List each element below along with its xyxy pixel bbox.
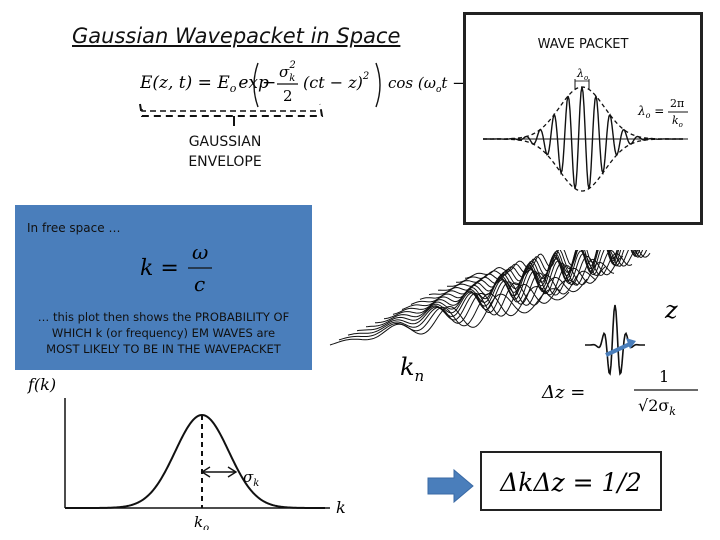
delta-z-marker	[605, 341, 633, 357]
kn-label: kn	[400, 353, 424, 385]
wp-lambda-label: λo	[576, 67, 588, 82]
wp-envelope-lower	[483, 138, 683, 192]
k-num: ω	[192, 240, 208, 264]
dz-lhs: Δz =	[541, 382, 585, 403]
wave-line	[419, 250, 651, 300]
gauss-center-label: ko	[194, 513, 209, 530]
wp-relation-num: 2π	[670, 97, 684, 110]
eq-frac-num: σk2	[279, 60, 296, 84]
wave-superposition-3d: z kn	[329, 250, 678, 385]
wp-envelope-upper	[483, 86, 683, 140]
envelope-bracket	[139, 103, 324, 126]
resulting-packet	[585, 304, 645, 376]
svg-text:−: −	[262, 73, 276, 93]
eq-frac-den: 2	[283, 87, 293, 105]
wave-line	[446, 250, 641, 287]
wave-line	[347, 279, 579, 336]
wave-line	[456, 250, 639, 283]
wp-relation-den: ko	[672, 114, 683, 129]
free-space-label: In free space …	[27, 221, 121, 235]
wave-line	[428, 250, 648, 296]
gauss-ylabel: f(k)	[27, 375, 56, 394]
dz-den: √2σk	[638, 396, 676, 418]
wp-relation-lhs: λo =	[637, 104, 664, 120]
delta-z-relation: Δz = 1 √2σk	[541, 367, 698, 418]
right-arrow-icon	[427, 468, 474, 504]
gaussian-distribution-plot: f(k) σk ko k	[27, 375, 346, 530]
uncertainty-relation: ΔkΔz = 1/2	[499, 468, 642, 497]
z-axis-label: z	[664, 296, 678, 324]
gauss-curve	[65, 413, 325, 509]
wave-packet-plot: λo λo = 2π ko	[483, 67, 688, 192]
k-lhs: k =	[140, 256, 179, 281]
wave-line	[329, 288, 561, 346]
dz-num: 1	[659, 367, 669, 386]
wave-packet-title: WAVE PACKET	[537, 37, 629, 52]
wave-superposition-lines	[329, 250, 651, 376]
gauss-xlabel: k	[336, 498, 346, 517]
gaussian-envelope-label: GAUSSIAN ENVELOPE	[188, 134, 262, 170]
wave-line	[464, 250, 637, 279]
wave-packet-figure: WAVE PACKET λo λo = 2π ko	[463, 12, 703, 225]
gauss-sigma-label: σk	[243, 468, 259, 489]
wave-line	[383, 261, 615, 320]
free-space-panel: In free space … k = ω c … this plot then…	[15, 205, 312, 370]
uncertainty-relation-box: ΔkΔz = 1/2	[480, 451, 662, 511]
probability-explanation: … this plot then shows the PROBABILITY O…	[37, 310, 290, 356]
k-den: c	[194, 272, 205, 296]
eq-cos-term: cos (ωot − koz)	[388, 74, 470, 95]
dispersion-relation: k = ω c	[140, 240, 212, 296]
slide-title: Gaussian Wavepacket in Space	[72, 24, 401, 48]
eq-paren-term: (ct − z)2	[303, 71, 369, 92]
wp-carrier-wave	[483, 86, 683, 189]
